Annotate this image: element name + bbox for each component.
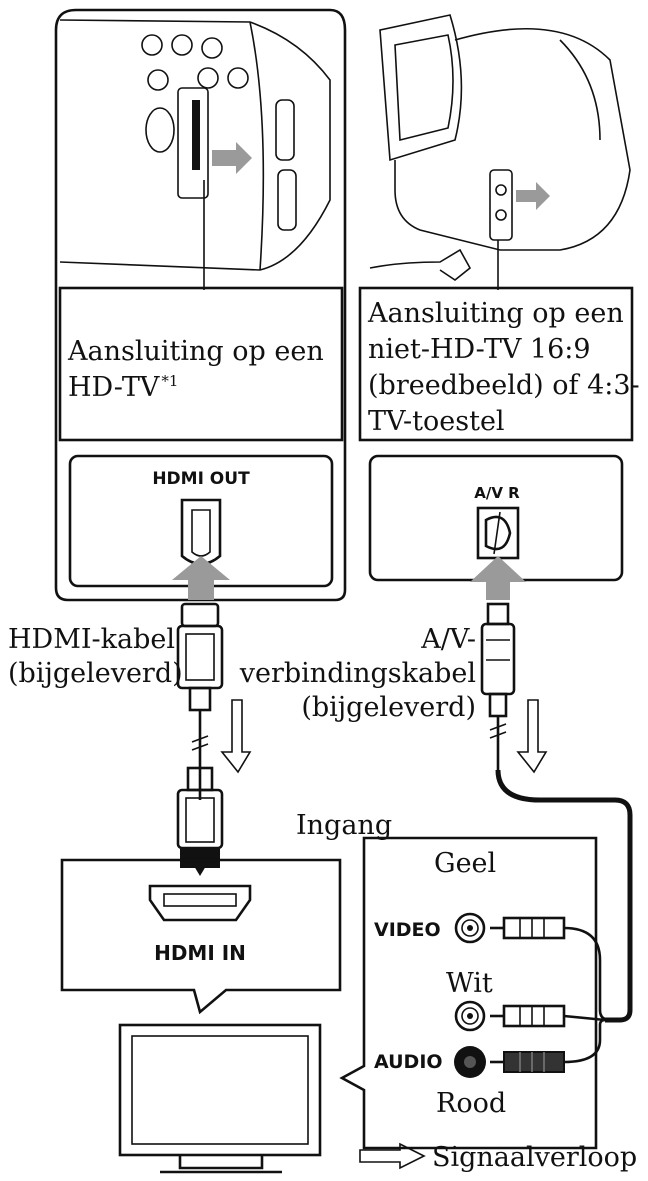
hdmi-cable-line1: HDMI-kabel	[8, 624, 175, 655]
rca-plugs	[490, 916, 611, 1073]
hd-tv-callout: Aansluiting op een HD-TV*1	[58, 286, 344, 442]
av-cable-line3: (bijgeleverd)	[301, 692, 476, 723]
av-cable	[480, 602, 633, 1023]
non-hd-line3: (breedbeeld) of 4:3-	[368, 370, 640, 401]
hdmi-in-port: HDMI IN	[60, 858, 342, 1015]
signal-flow-label: Signaalverloop	[432, 1142, 637, 1173]
svg-text:HD-TV*1: HD-TV*1	[68, 372, 178, 403]
hdmi-up-arrow	[172, 556, 230, 600]
hdmi-signal-arrow	[220, 699, 252, 774]
input-label: Ingang	[296, 810, 392, 841]
signal-flow-legend: Signaalverloop	[359, 1142, 637, 1173]
hd-tv-line2: HD-TV	[68, 372, 160, 403]
camera-av-closeup	[369, 14, 631, 290]
hdmi-cable	[176, 602, 224, 868]
hd-tv-line1: Aansluiting op een	[67, 336, 324, 367]
av-r-label: A/V R	[474, 484, 520, 502]
non-hd-line4: TV-toestel	[368, 406, 505, 437]
video-label: VIDEO	[374, 919, 441, 941]
av-input-panel: Geel VIDEO Wit AUDIO Rood	[339, 836, 598, 1150]
audio-label: AUDIO	[374, 1051, 443, 1073]
svg-text:Aansluiting op een: Aansluiting op een	[67, 336, 324, 367]
non-hd-line2: niet-HD-TV 16:9	[368, 334, 591, 365]
av-cable-line2: verbindingskabel	[239, 658, 476, 689]
yellow-label: Geel	[434, 848, 496, 879]
non-hd-line1: Aansluiting op een	[367, 298, 624, 329]
red-label: Rood	[436, 1088, 506, 1119]
av-up-arrow	[470, 556, 526, 600]
hdmi-out-label: HDMI OUT	[152, 469, 250, 489]
tv-set	[118, 1023, 322, 1174]
hd-tv-footnote: *1	[161, 372, 178, 390]
hdmi-cable-line2: (bijgeleverd)	[8, 658, 183, 689]
white-label: Wit	[446, 968, 493, 999]
av-cable-line1: A/V-	[420, 624, 476, 655]
camera-hdmi-closeup	[54, 8, 347, 602]
av-signal-arrow	[516, 699, 548, 774]
non-hd-tv-callout: Aansluiting op een niet-HD-TV 16:9 (bree…	[358, 286, 640, 442]
hdmi-in-label: HDMI IN	[154, 941, 246, 965]
